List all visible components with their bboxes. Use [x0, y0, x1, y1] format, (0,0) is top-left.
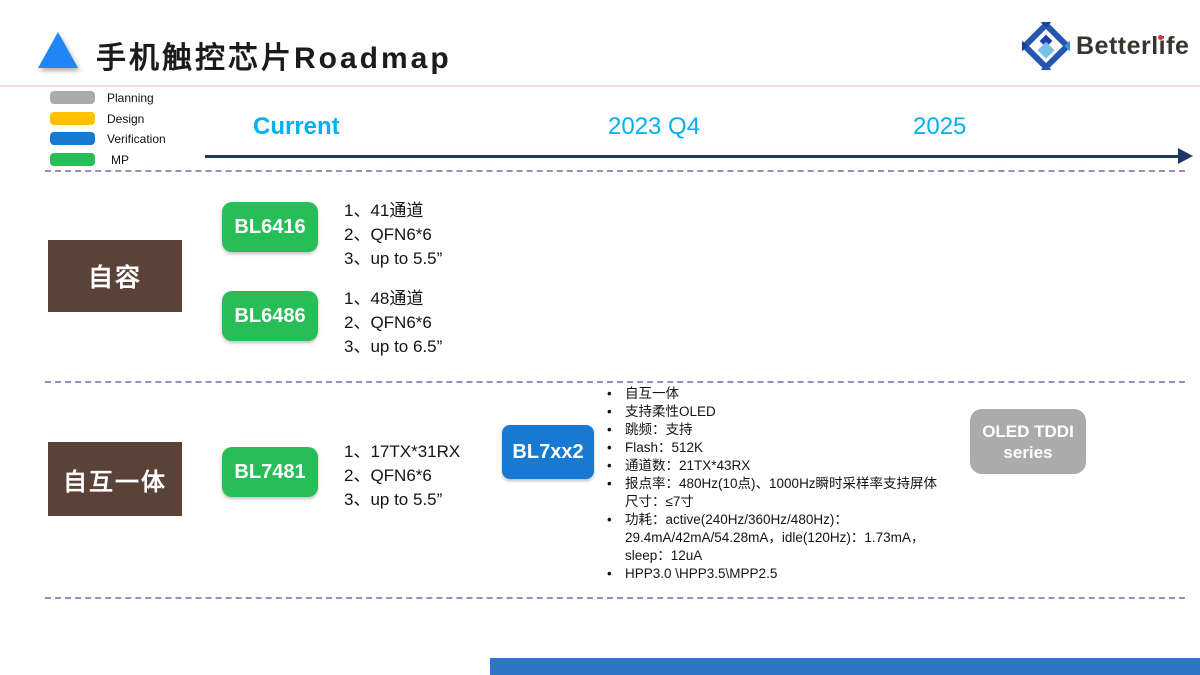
spec-line: 2、QFN6*6 [344, 466, 432, 485]
future-label-line1: OLED TDDI [982, 421, 1074, 441]
spec-line: 3、up to 5.5” [344, 249, 443, 268]
brand-name: Betterlife [1076, 32, 1190, 60]
triangle-logo-icon [38, 32, 78, 68]
planning-swatch [50, 91, 95, 104]
spec-line: 2、QFN6*6 [344, 225, 432, 244]
header-divider [0, 85, 1200, 87]
feature-text: 报点率：480Hz(10点)、1000Hz瞬时采样率支持屏体 [625, 476, 938, 491]
feature-line: • Flash：512K [607, 439, 1182, 457]
chip-bl6416: BL6416 [222, 202, 318, 252]
legend: Planning Design Verification MP [50, 90, 166, 167]
legend-label: Planning [107, 90, 154, 105]
legend-label: Design [107, 111, 145, 126]
spec-line: 3、up to 6.5” [344, 337, 443, 356]
legend-item-verification: Verification [50, 131, 166, 146]
design-swatch [50, 112, 95, 125]
milestone-current: Current [253, 113, 340, 140]
future-oled-tddi-box: OLED TDDI series [970, 409, 1086, 474]
bullet-icon: • [607, 566, 612, 581]
feature-text: 功耗：active(240Hz/360Hz/480Hz)： [625, 512, 848, 527]
chip-bl7481: BL7481 [222, 447, 318, 497]
feature-text: HPP3.0 \HPP3.5\MPP2.5 [625, 566, 778, 581]
bullet-icon: • [607, 386, 612, 401]
feature-text: 通道数：21TX*43RX [625, 458, 751, 473]
bullet-icon: • [607, 422, 612, 437]
bullet-icon: • [607, 404, 612, 419]
legend-item-mp: MP [50, 152, 166, 167]
spec-line: 1、48通道 [344, 289, 424, 308]
timeline-arrow-icon [1178, 148, 1193, 164]
section-divider [45, 170, 1185, 172]
spec-line: 3、up to 5.5” [344, 490, 443, 509]
feature-line-cont: sleep：12uA [607, 547, 1182, 565]
brand-i-dot [1158, 35, 1163, 40]
bullet-icon: • [607, 476, 612, 491]
bullet-spacer [607, 547, 625, 565]
milestone-2025: 2025 [913, 113, 967, 140]
chip-bl7xx2: BL7xx2 [502, 425, 594, 479]
feature-line-cont: 29.4mA/42mA/54.28mA，idle(120Hz)：1.73mA， [607, 529, 1182, 547]
category-zirong-box: 自容 [48, 240, 182, 312]
bullet-icon: • [607, 458, 612, 473]
feature-text: 自互一体 [625, 386, 679, 401]
legend-label: Verification [107, 131, 166, 146]
mp-swatch [50, 153, 95, 166]
legend-item-planning: Planning [50, 90, 166, 105]
milestone-2023q4: 2023 Q4 [608, 113, 701, 140]
chip-bl6416-specs: 1、41通道 2、QFN6*6 3、up to 5.5” [344, 199, 442, 271]
betterlife-logo-icon [1017, 17, 1075, 75]
section-divider [45, 597, 1185, 599]
feature-line: • 报点率：480Hz(10点)、1000Hz瞬时采样率支持屏体 [607, 475, 1182, 493]
legend-label: MP [111, 152, 129, 167]
feature-text: 尺寸：≤7寸 [625, 494, 694, 509]
feature-text: 29.4mA/42mA/54.28mA，idle(120Hz)：1.73mA， [625, 530, 925, 545]
legend-item-design: Design [50, 111, 166, 126]
spec-line: 2、QFN6*6 [344, 313, 432, 332]
page-title: 手机触控芯片Roadmap [96, 42, 452, 75]
feature-line: • 自互一体 [607, 385, 1182, 403]
timeline-axis [205, 155, 1180, 158]
spec-line: 1、41通道 [344, 201, 424, 220]
feature-line: • 支持柔性OLED [607, 403, 1182, 421]
bullet-icon: • [607, 440, 612, 455]
bullet-icon: • [607, 512, 612, 527]
footer-accent-bar [490, 658, 1200, 675]
bullet-spacer [607, 493, 625, 511]
chip-bl6486: BL6486 [222, 291, 318, 341]
verification-swatch [50, 132, 95, 145]
bullet-spacer [607, 529, 625, 547]
feature-text: sleep：12uA [625, 548, 703, 563]
feature-line: • 通道数：21TX*43RX [607, 457, 1182, 475]
chip-bl7xx2-features: • 自互一体 • 支持柔性OLED • 跳频：支持 • Flash：512K • 通道数：… [607, 385, 1182, 583]
feature-line: • 跳频：支持 [607, 421, 1182, 439]
feature-text: Flash：512K [625, 440, 704, 455]
chip-bl6486-specs: 1、48通道 2、QFN6*6 3、up to 6.5” [344, 287, 442, 359]
category-zihu-box: 自互一体 [48, 442, 182, 516]
feature-line-cont: 尺寸：≤7寸 [607, 493, 1182, 511]
feature-line: • 功耗：active(240Hz/360Hz/480Hz)： [607, 511, 1182, 529]
future-label-line2: series [1003, 442, 1053, 462]
chip-bl7481-specs: 1、17TX*31RX 2、QFN6*6 3、up to 5.5” [344, 440, 460, 512]
feature-text: 支持柔性OLED [625, 404, 716, 419]
feature-text: 跳频：支持 [625, 422, 693, 437]
feature-line: • HPP3.0 \HPP3.5\MPP2.5 [607, 565, 1182, 583]
section-divider [45, 381, 1185, 383]
spec-line: 1、17TX*31RX [344, 442, 461, 461]
